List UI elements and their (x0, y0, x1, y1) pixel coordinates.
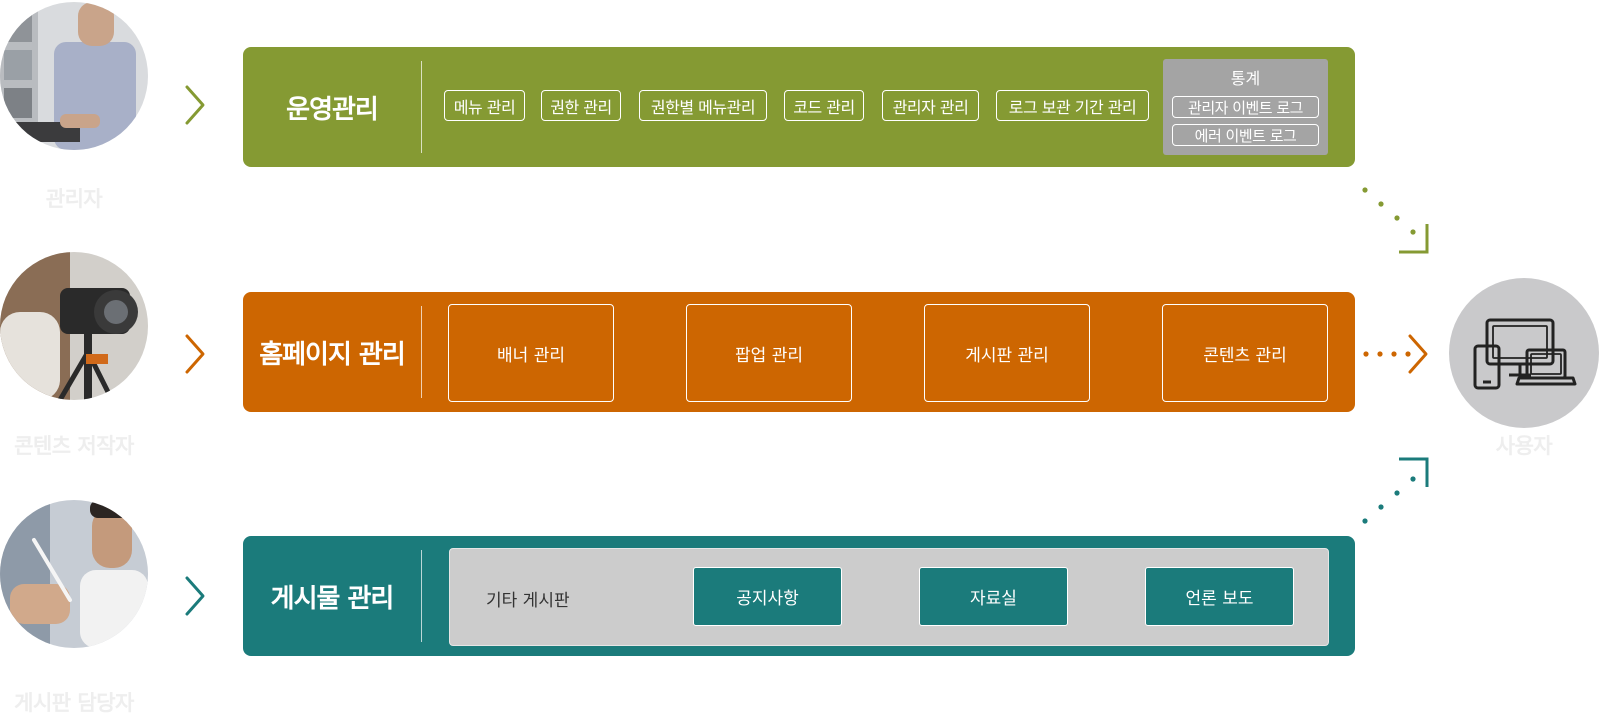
stats-title: 통계 (1230, 69, 1261, 88)
panel-title-operations: 운영관리 (286, 94, 379, 125)
press-button[interactable]: 언론 보도 (1145, 567, 1294, 626)
panel-title-posts: 게시물 관리 (270, 583, 395, 614)
chevron-right-icon (185, 334, 205, 374)
user-avatar (1449, 278, 1599, 428)
role-label-user: 사용자 (1495, 434, 1553, 458)
role-label-admin: 관리자 (45, 187, 103, 211)
notice-button[interactable]: 공지사항 (693, 567, 842, 626)
stats-box: 통계 관리자 이벤트 로그 에러 이벤트 로그 (1163, 59, 1328, 155)
homepage-panel: 홈페이지 관리 배너 관리 팝업 관리 게시판 관리 콘텐츠 관리 (243, 292, 1355, 412)
content-manage-button[interactable]: 콘텐츠 관리 (1162, 304, 1328, 402)
permission-manage-button[interactable]: 권한 관리 (541, 90, 621, 121)
role-label-board-manager: 게시판 담당자 (14, 691, 134, 715)
admin-manage-button[interactable]: 관리자 관리 (882, 90, 979, 121)
board-manager-avatar (0, 500, 148, 648)
chevron-right-icon (185, 85, 205, 125)
connector-arrow-homepage (1363, 334, 1428, 374)
chevron-right-icon (185, 576, 205, 616)
archive-button[interactable]: 자료실 (919, 567, 1068, 626)
posts-panel: 게시물 관리 기타 게시판 공지사항 자료실 언론 보도 (243, 536, 1355, 656)
permission-menu-manage-button[interactable]: 권한별 메뉴관리 (639, 90, 767, 121)
connector-arrow-posts (1362, 457, 1429, 524)
log-retention-manage-button[interactable]: 로그 보관 기간 관리 (996, 90, 1149, 121)
menu-manage-button[interactable]: 메뉴 관리 (444, 90, 525, 121)
banner-manage-button[interactable]: 배너 관리 (448, 304, 614, 402)
code-manage-button[interactable]: 코드 관리 (784, 90, 864, 121)
error-event-log-button[interactable]: 에러 이벤트 로그 (1172, 124, 1319, 146)
role-label-creator: 콘텐츠 저작자 (14, 434, 134, 458)
admin-event-log-button[interactable]: 관리자 이벤트 로그 (1172, 96, 1319, 118)
connector-arrow-operations (1362, 187, 1429, 254)
other-boards-area: 기타 게시판 공지사항 자료실 언론 보도 (449, 548, 1329, 646)
other-boards-label: 기타 게시판 (486, 590, 570, 611)
admin-avatar (0, 2, 148, 150)
devices-icon (1473, 318, 1577, 390)
popup-manage-button[interactable]: 팝업 관리 (686, 304, 852, 402)
creator-avatar (0, 252, 148, 400)
panel-title-homepage: 홈페이지 관리 (259, 339, 406, 370)
operations-panel: 운영관리 메뉴 관리 권한 관리 권한별 메뉴관리 코드 관리 관리자 관리 로… (243, 47, 1355, 167)
divider (421, 550, 422, 642)
board-manage-button[interactable]: 게시판 관리 (924, 304, 1090, 402)
divider (421, 61, 422, 153)
divider (421, 306, 422, 398)
